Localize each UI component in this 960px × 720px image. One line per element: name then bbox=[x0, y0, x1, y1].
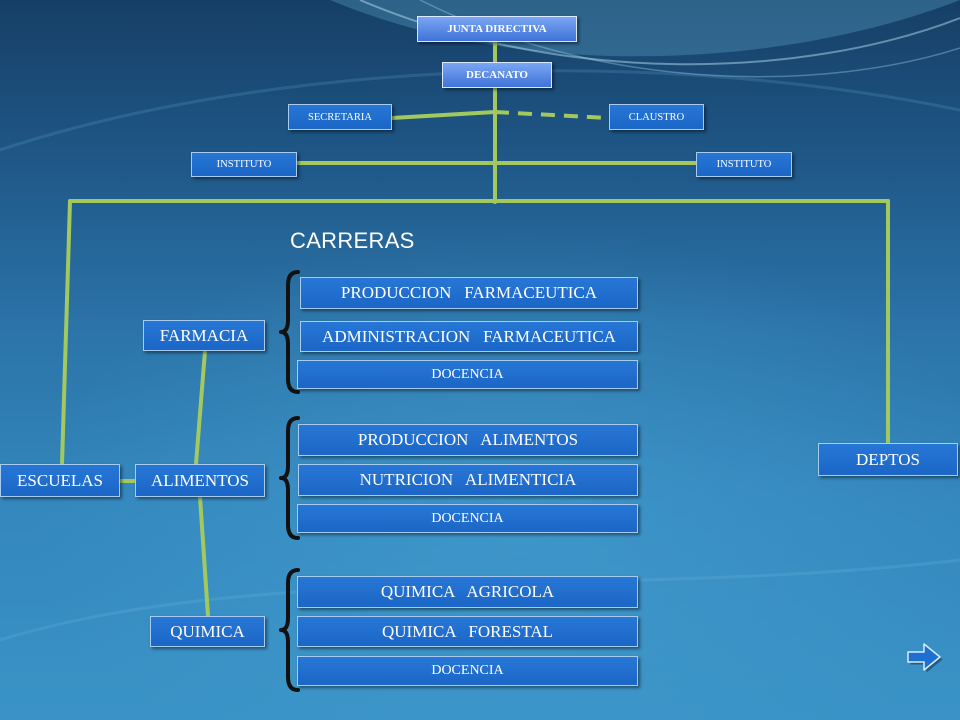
career-box-docencia: DOCENCIA bbox=[297, 656, 638, 686]
background-wave bbox=[330, 0, 960, 57]
carreras-heading: CARRERAS bbox=[290, 228, 415, 253]
school-alimentos-box: ALIMENTOS bbox=[135, 464, 265, 497]
career-box: PRODUCCION ALIMENTOS bbox=[298, 424, 638, 456]
connector-line bbox=[198, 495, 210, 618]
brace-alimentos bbox=[279, 416, 300, 540]
instituto-right-box: INSTITUTO bbox=[696, 152, 792, 177]
connector-dashed-line bbox=[494, 110, 610, 120]
career-box-docencia: DOCENCIA bbox=[297, 504, 638, 533]
brace-quimica bbox=[279, 568, 300, 692]
career-box: QUIMICA FORESTAL bbox=[297, 616, 638, 647]
secretaria-box: SECRETARIA bbox=[288, 104, 392, 130]
career-box-docencia: DOCENCIA bbox=[297, 360, 638, 389]
school-quimica-box: QUIMICA bbox=[150, 616, 265, 647]
decanato-box: DECANATO bbox=[442, 62, 552, 88]
escuelas-box: ESCUELAS bbox=[0, 464, 120, 497]
career-box: NUTRICION ALIMENTICIA bbox=[298, 464, 638, 496]
connector-line bbox=[194, 349, 207, 466]
arrow-right-icon bbox=[907, 643, 943, 673]
brace-farmacia bbox=[279, 270, 300, 394]
claustro-box: CLAUSTRO bbox=[609, 104, 704, 130]
career-box: ADMINISTRACION FARMACEUTICA bbox=[300, 321, 638, 352]
instituto-left-box: INSTITUTO bbox=[191, 152, 297, 177]
connector-line bbox=[60, 199, 72, 466]
career-box: QUIMICA AGRICOLA bbox=[297, 576, 638, 608]
connector-line bbox=[390, 110, 497, 120]
deptos-box: DEPTOS bbox=[818, 443, 958, 476]
career-box: PRODUCCION FARMACEUTICA bbox=[300, 277, 638, 309]
junta-directiva-box: JUNTA DIRECTIVA bbox=[417, 16, 577, 42]
school-farmacia-box: FARMACIA bbox=[143, 320, 265, 351]
next-slide-button[interactable] bbox=[905, 642, 943, 674]
